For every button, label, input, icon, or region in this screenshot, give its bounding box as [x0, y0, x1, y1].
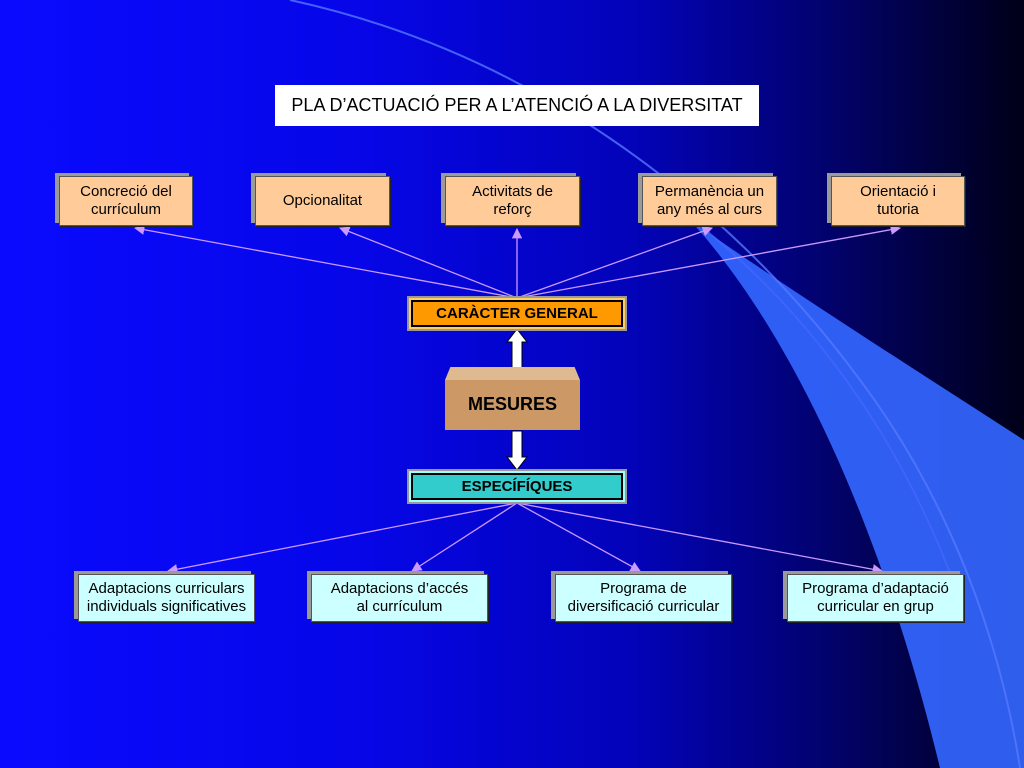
specific-item-acces: Adaptacions d’accés al currículum: [311, 574, 488, 622]
page-title-text: PLA D’ACTUACIÓ PER A L’ATENCIÓ A LA DIVE…: [291, 94, 743, 115]
general-item-line2: currículum: [90, 201, 161, 218]
general-item-line1: Opcionalitat: [282, 192, 363, 209]
general-item-line1: Concreció del: [80, 183, 172, 200]
general-item-line1: Activitats de: [472, 183, 553, 200]
specific-item-line2: individuals significatives: [86, 598, 247, 615]
general-item-permanencia: Permanència un any més al curs: [642, 176, 777, 226]
connector-opcionalitat: [339, 226, 518, 299]
general-item-opcionalitat: Opcionalitat: [255, 176, 390, 226]
specific-item-line1: Programa d’adaptació: [802, 580, 949, 597]
specific-label: ESPECÍFÍQUES: [409, 471, 625, 502]
general-item-line2: tutoria: [877, 201, 919, 218]
connector-aci: [166, 502, 518, 575]
general-item-line1: Orientació i: [860, 183, 936, 200]
general-label-text: CARÀCTER GENERAL: [436, 304, 598, 322]
specific-item-line2: curricular en grup: [817, 598, 934, 615]
specific-item-line1: Adaptacions d’accés: [330, 580, 469, 597]
mesures-box: MESURES: [445, 380, 580, 430]
general-item-concrecio: Concreció del currículum: [59, 176, 193, 226]
general-label: CARÀCTER GENERAL: [409, 298, 625, 329]
general-item-line2: reforç: [493, 201, 532, 218]
specific-item-line1: Programa de: [600, 580, 687, 597]
specific-item-grup: Programa d’adaptació curricular en grup: [787, 574, 964, 622]
general-item-orientacio: Orientació i tutoria: [831, 176, 965, 226]
connector-acces: [411, 502, 518, 572]
up-block-arrow: [505, 328, 529, 369]
down-block-arrow: [505, 430, 529, 471]
specific-item-diversificacio: Programa de diversificació curricular: [555, 574, 732, 622]
connector-orientacio: [516, 224, 902, 299]
connector-diversificacio: [516, 502, 641, 572]
connector-permanencia: [516, 226, 713, 299]
specific-label-text: ESPECÍFÍQUES: [461, 477, 573, 495]
specific-item-line2: diversificació curricular: [567, 598, 720, 615]
specific-item-line2: al currículum: [356, 598, 443, 615]
specific-connectors: [166, 502, 884, 575]
page-title: PLA D’ACTUACIÓ PER A L’ATENCIÓ A LA DIVE…: [275, 85, 759, 126]
connector-concrecio: [133, 224, 518, 299]
general-item-activitats: Activitats de reforç: [445, 176, 580, 226]
specific-item-aci: Adaptacions curriculars individuals sign…: [78, 574, 255, 622]
general-connectors: [133, 224, 902, 299]
specific-item-line1: Adaptacions curriculars: [88, 580, 245, 597]
connector-grup: [516, 502, 884, 575]
general-item-line1: Permanència un: [654, 183, 765, 200]
general-item-line2: any més al curs: [656, 201, 763, 218]
mesures-bevel: [445, 367, 580, 380]
mesures-text: MESURES: [467, 394, 557, 415]
